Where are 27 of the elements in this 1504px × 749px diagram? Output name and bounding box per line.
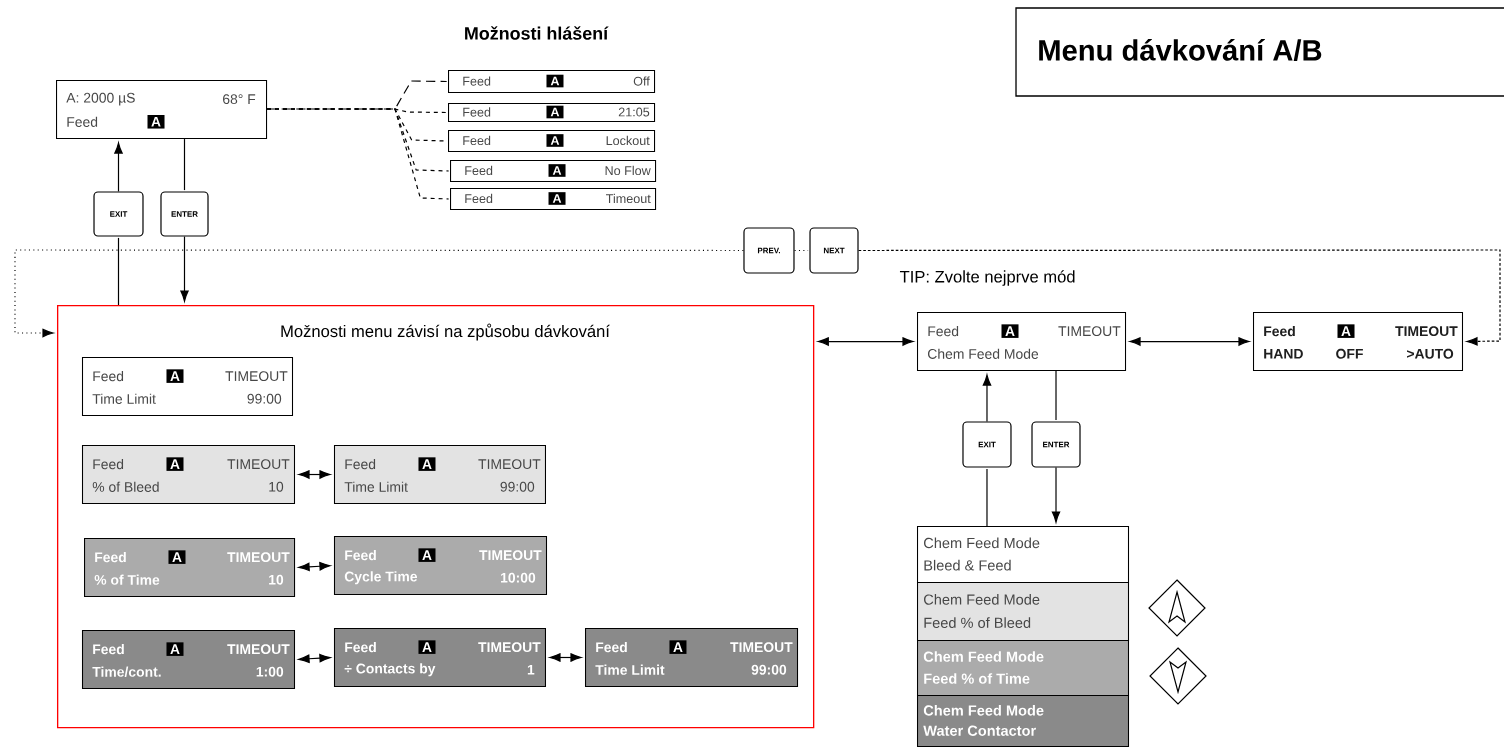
- title-box: Menu dávkování A/B: [1015, 7, 1504, 97]
- lcd-display: Feed A Off: [448, 70, 656, 94]
- lcd-display: Feed A 21:05: [448, 103, 656, 123]
- lcd-display: Feed A TIMEOUT % of Time 10: [84, 538, 296, 598]
- heading-text: Možnosti hlášení: [465, 26, 609, 40]
- lcd-display: Feed A TIMEOUT ÷ Contacts by 1: [333, 628, 546, 688]
- node-label: TIMEOUT: [1058, 326, 1121, 337]
- node-label: A: [1005, 326, 1015, 336]
- tip-text: TIP: Zvolte nejprve mód: [899, 270, 1075, 286]
- lcd-display: Feed A No Flow: [450, 160, 657, 183]
- lcd-display: Feed A Timeout: [450, 188, 657, 211]
- lcd-display: Feed A TIMEOUT Time/cont. 1:00: [81, 630, 296, 690]
- node-label: Feed: [928, 326, 959, 337]
- lcd-display: Feed A TIMEOUT % of Bleed 10: [81, 445, 296, 505]
- lcd-display: Feed A TIMEOUT Chem Feed Mode: [917, 312, 1127, 372]
- lcd-display: Feed A TIMEOUT Time Limit 99:00: [81, 357, 294, 417]
- node-label: Chem Feed Mode: [928, 348, 1039, 359]
- lcd-display: A: 2000 µS 68° F Feed A: [56, 80, 268, 140]
- lcd-display: Feed A TIMEOUT Time Limit 99:00: [585, 628, 799, 688]
- lcd-display: Chem Feed Mode Water Contactor: [917, 695, 1130, 748]
- lcd-display: Chem Feed Mode Feed % of Bleed: [917, 582, 1130, 642]
- lcd-display: Feed A TIMEOUT Time Limit 99:00: [333, 445, 546, 505]
- lcd-display: Chem Feed Mode Bleed & Feed: [917, 526, 1130, 584]
- lcd-display: Feed A TIMEOUT Cycle Time 10:00: [333, 536, 548, 596]
- lcd-display: Feed A TIMEOUT HAND OFF >AUTO: [1253, 312, 1464, 372]
- lcd-display: Feed A Lockout: [448, 130, 656, 153]
- lcd-display: Chem Feed Mode Feed % of Time: [917, 640, 1130, 697]
